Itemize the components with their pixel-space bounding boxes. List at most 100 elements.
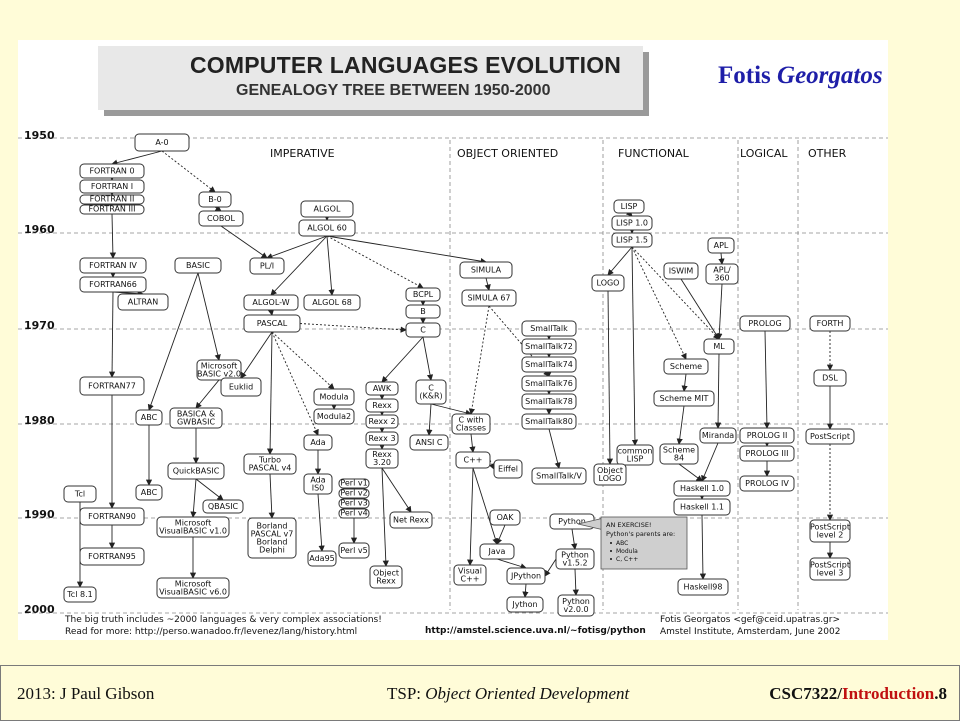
language-node-box xyxy=(593,463,627,486)
title-card: COMPUTER LANGUAGES EVOLUTION GENEALOGY T… xyxy=(98,46,643,110)
lineage-edge xyxy=(111,150,163,166)
language-node-box xyxy=(557,594,595,617)
credit-line-1: Fotis Georgatos <gef@ceid.upatras.gr> xyxy=(660,615,840,625)
language-node-algol60: ALGOL 60 xyxy=(298,219,356,237)
language-node-label: SmallTalk78 xyxy=(525,397,573,406)
language-node-box xyxy=(455,451,491,469)
language-node-label: Net Rexx xyxy=(393,515,429,524)
language-node-label: A-0 xyxy=(155,138,168,147)
language-node-awk: AWK xyxy=(365,381,399,396)
language-node-postscript: PostScript xyxy=(805,428,855,445)
language-node-label: FORTRAN I xyxy=(91,182,133,191)
column-header-imperative: IMPERATIVE xyxy=(270,147,335,160)
language-node-label: Rexx 2 xyxy=(368,417,395,426)
language-node-iswim: ISWIM xyxy=(663,262,699,280)
lineage-edge xyxy=(716,283,723,340)
lineage-edge xyxy=(631,246,720,340)
language-node-lisp10: LISP 1.0 xyxy=(611,215,653,231)
language-node-box xyxy=(663,358,709,375)
lineage-edge xyxy=(299,323,407,333)
language-node-label: PASCAL xyxy=(257,319,288,328)
language-node-b0: B-0 xyxy=(198,191,232,208)
lineage-edge xyxy=(484,277,491,291)
language-node-fortran0: FORTRAN 0 xyxy=(79,163,145,179)
language-node-label: PASCAL v4 xyxy=(249,463,292,472)
language-node-bcpl: BCPL xyxy=(405,287,441,302)
language-node-box xyxy=(300,200,354,218)
lineage-edge xyxy=(571,528,578,550)
language-node-box xyxy=(303,434,333,451)
language-node-label: Miranda xyxy=(702,431,734,440)
language-node-label: ML xyxy=(713,342,725,351)
author-name: Fotis Georgatos xyxy=(718,62,883,90)
footer-course-prefix: TSP: xyxy=(387,684,426,703)
language-node-box xyxy=(521,375,577,392)
lineage-edge xyxy=(544,558,557,577)
language-node-label: SmallTalk76 xyxy=(525,379,573,388)
language-node-label: FORTH xyxy=(817,319,844,328)
lineage-edge xyxy=(426,403,433,436)
language-node-jython: Jython xyxy=(506,596,544,613)
language-node-box xyxy=(805,428,855,445)
language-node-modula: Modula xyxy=(313,388,355,406)
language-node-label: GWBASIC xyxy=(177,417,216,426)
language-node-perl4: Perl v4 xyxy=(338,508,370,519)
language-node-box xyxy=(405,287,441,302)
language-node-box xyxy=(169,407,223,429)
footer-course-title: Object Oriented Development xyxy=(425,684,630,703)
language-node-box xyxy=(243,314,301,333)
callout-line-2: Python's parents are: xyxy=(606,530,675,538)
lineage-edge xyxy=(220,225,268,259)
language-node-box xyxy=(521,320,577,337)
lineage-edge xyxy=(381,336,424,383)
language-node-label: APL xyxy=(714,241,729,250)
language-node-c: C xyxy=(405,322,441,338)
language-node-box xyxy=(493,459,523,479)
language-node-box xyxy=(809,315,851,332)
language-node-label: VisualBASIC v6.0 xyxy=(159,587,227,596)
language-node-ada95: Ada95 xyxy=(307,550,337,567)
lineage-edge xyxy=(197,272,221,361)
lineage-edge xyxy=(718,252,725,265)
language-node-label: FORTRAN95 xyxy=(88,552,136,561)
lineage-edge xyxy=(147,272,199,411)
language-node-label: Perl v3 xyxy=(340,499,367,508)
lineage-edge xyxy=(496,524,506,545)
language-node-label: LISP 1.0 xyxy=(616,218,648,227)
language-node-box xyxy=(243,453,297,475)
language-node-label: DSL xyxy=(822,373,838,382)
language-node-schememit: Scheme MIT xyxy=(653,390,715,407)
language-node-apl: APL xyxy=(707,237,735,254)
language-node-st72: SmallTalk72 xyxy=(521,338,577,355)
language-node-box xyxy=(135,409,163,426)
language-node-box xyxy=(739,475,795,492)
language-node-algolw: ALGOL-W xyxy=(243,294,299,311)
language-node-box xyxy=(369,565,403,589)
lineage-edge xyxy=(548,428,561,469)
language-node-label: VisualBASIC v1.0 xyxy=(159,526,227,535)
language-node-label: ALGOL 60 xyxy=(307,223,347,232)
language-node-qbasic: QBASIC xyxy=(202,499,244,514)
language-node-box xyxy=(521,356,577,373)
column-header-functional: FUNCTIONAL xyxy=(618,147,690,160)
language-node-label: Jython xyxy=(511,600,537,609)
language-node-label: FORTRAN 0 xyxy=(89,166,134,175)
language-node-label: Java xyxy=(488,547,506,556)
language-node-box xyxy=(79,547,145,566)
language-node-fortran3: FORTRAN III xyxy=(79,204,145,215)
callout-line-5: C, C++ xyxy=(616,556,638,563)
diagram-subtitle: GENEALOGY TREE BETWEEN 1950-2000 xyxy=(236,82,551,99)
language-node-label: v2.0.0 xyxy=(563,605,588,614)
language-node-box xyxy=(616,444,654,466)
language-node-box xyxy=(365,448,399,469)
language-node-rexx3: Rexx 3 xyxy=(365,431,399,446)
language-node-label: FORTRAN90 xyxy=(88,512,136,521)
language-node-label: Scheme xyxy=(670,362,702,371)
